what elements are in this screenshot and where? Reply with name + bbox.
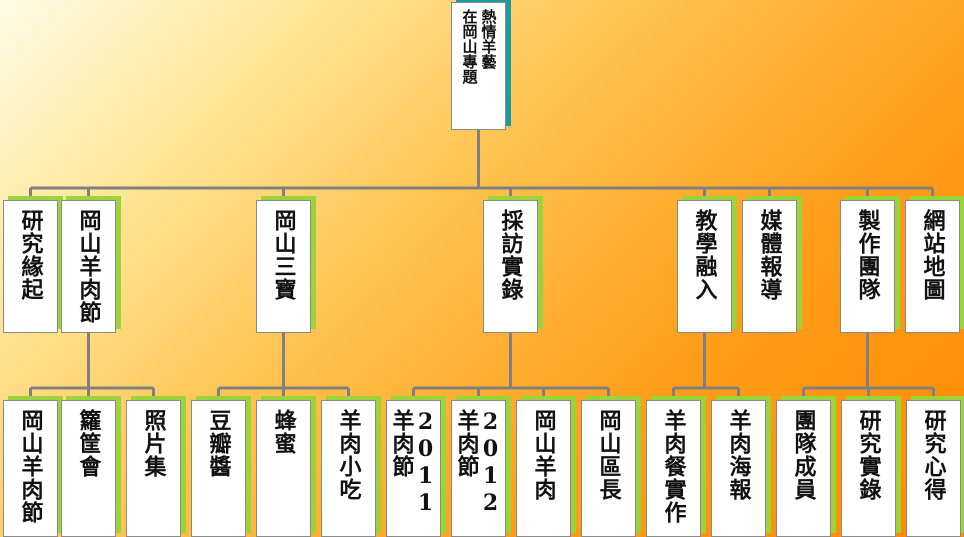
nav-node-interviews[interactable]: 採訪實錄 bbox=[483, 200, 538, 333]
nav-node-team[interactable]: 製作團隊 bbox=[840, 200, 895, 333]
nav-node-label: 製作團隊 bbox=[854, 209, 881, 301]
sub-node-label: 研究實錄 bbox=[855, 409, 882, 501]
sub-node-lamb-poster[interactable]: 羊肉海報 bbox=[711, 400, 766, 537]
nav-node-label: 岡山三寶 bbox=[270, 209, 297, 301]
nav-node-media[interactable]: 媒體報導 bbox=[742, 200, 797, 333]
sub-node-label: 羊肉小吃 bbox=[335, 409, 362, 501]
nav-node-lamb-festival[interactable]: 岡山羊肉節 bbox=[61, 200, 116, 333]
sub-node-team-members[interactable]: 團隊成員 bbox=[776, 400, 831, 537]
sub-node-district-chief[interactable]: 岡山區長 bbox=[581, 400, 636, 537]
nav-node-label: 媒體報導 bbox=[756, 209, 783, 301]
nav-node-label: 網站地圖 bbox=[919, 209, 946, 301]
sub-node-label: 羊肉海報 bbox=[725, 409, 752, 501]
sub-node-label: 2012羊肉節 bbox=[453, 409, 504, 517]
sub-node-lamb-cooking[interactable]: 羊肉餐實作 bbox=[646, 400, 701, 537]
sub-node-label: 岡山羊肉 bbox=[530, 409, 557, 501]
sub-node-bean-paste[interactable]: 豆瓣醬 bbox=[191, 400, 246, 537]
sub-node-lamb-festival[interactable]: 岡山羊肉節 bbox=[3, 400, 58, 537]
sub-node-gangshan-lamb[interactable]: 岡山羊肉 bbox=[516, 400, 571, 537]
sub-node-label: 團隊成員 bbox=[790, 409, 817, 501]
sub-node-2011-festival[interactable]: 2011羊肉節 bbox=[386, 400, 441, 537]
sub-node-research-reflections[interactable]: 研究心得 bbox=[906, 400, 961, 537]
root-node[interactable]: 熱情羊藝 在岡山專題 bbox=[451, 2, 506, 130]
sub-node-label: 豆瓣醬 bbox=[205, 409, 232, 478]
sub-node-label: 籮筐會 bbox=[75, 409, 102, 478]
root-subtitle: 在岡山專題 bbox=[460, 9, 479, 84]
sub-node-label: 岡山羊肉節 bbox=[17, 409, 44, 524]
root-title: 熱情羊藝 bbox=[479, 9, 498, 69]
nav-node-three-treasures[interactable]: 岡山三寶 bbox=[256, 200, 311, 333]
sub-node-basket-meeting[interactable]: 籮筐會 bbox=[61, 400, 116, 537]
sub-node-label: 2011羊肉節 bbox=[388, 409, 439, 517]
sub-node-lamb-snacks[interactable]: 羊肉小吃 bbox=[321, 400, 376, 537]
sub-node-label: 研究心得 bbox=[920, 409, 947, 501]
nav-node-label: 研究緣起 bbox=[17, 209, 44, 301]
sub-node-label: 照片集 bbox=[140, 409, 167, 478]
sub-node-photo-album[interactable]: 照片集 bbox=[126, 400, 181, 537]
nav-node-label: 採訪實錄 bbox=[497, 209, 524, 301]
nav-node-teaching[interactable]: 教學融入 bbox=[677, 200, 732, 333]
sub-node-honey[interactable]: 蜂蜜 bbox=[256, 400, 311, 537]
nav-node-label: 教學融入 bbox=[691, 209, 718, 301]
sub-node-2012-festival[interactable]: 2012羊肉節 bbox=[451, 400, 506, 537]
sub-node-label: 岡山區長 bbox=[595, 409, 622, 501]
nav-node-label: 岡山羊肉節 bbox=[75, 209, 102, 324]
nav-node-sitemap[interactable]: 網站地圖 bbox=[905, 200, 960, 333]
sub-node-label: 羊肉餐實作 bbox=[660, 409, 687, 524]
sub-node-research-record[interactable]: 研究實錄 bbox=[841, 400, 896, 537]
sub-node-label: 蜂蜜 bbox=[270, 409, 297, 455]
nav-node-research-origin[interactable]: 研究緣起 bbox=[3, 200, 58, 333]
